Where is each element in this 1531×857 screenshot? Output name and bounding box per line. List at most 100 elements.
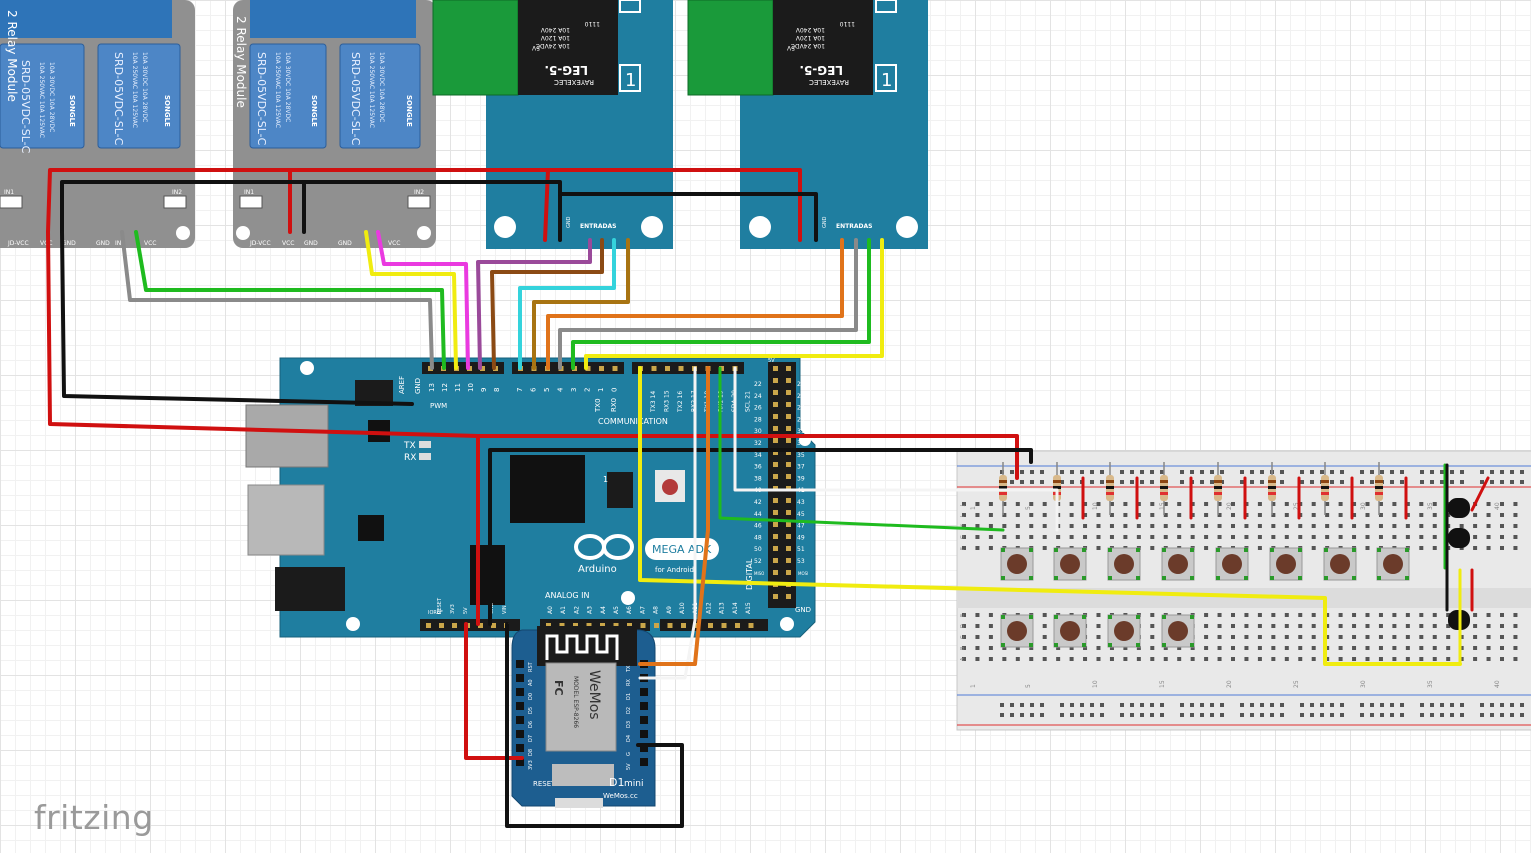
tactile-button[interactable] bbox=[1053, 614, 1087, 648]
rail-hole bbox=[1280, 470, 1284, 474]
relay-module-left[interactable]: SRD-05VDC-SL-C 10A 250VAC 10A 125VAC 10A… bbox=[0, 0, 195, 248]
rail-hole bbox=[1030, 713, 1034, 717]
pin-gnd: GND bbox=[62, 240, 76, 247]
wire-white-breadboard[interactable] bbox=[733, 366, 1059, 532]
wire-magenta-relay-in[interactable] bbox=[376, 230, 470, 370]
relay-label: SRD-05VDC-SL-C bbox=[255, 52, 268, 146]
breadboard-hole bbox=[1513, 624, 1518, 628]
breadboard-row-letter: G bbox=[960, 535, 966, 539]
tactile-button[interactable] bbox=[1161, 614, 1195, 648]
ssr-model: LEG-5. bbox=[799, 63, 843, 77]
wire-red-vcc-left[interactable] bbox=[46, 168, 802, 242]
wire-black-wemos-loop[interactable] bbox=[505, 622, 684, 828]
header-pin bbox=[786, 558, 791, 563]
ssr-label-entradas: ENTRADAS bbox=[580, 223, 616, 230]
rail-hole bbox=[1520, 703, 1524, 707]
wire-black-gnd-relays[interactable] bbox=[60, 180, 562, 242]
wemos-brand: WeMos bbox=[586, 670, 602, 720]
wire-cyan-ssr1[interactable] bbox=[518, 238, 616, 370]
breadboard-hole bbox=[1136, 524, 1141, 528]
breadboard-hole bbox=[1231, 513, 1235, 517]
tactile-button[interactable] bbox=[1215, 547, 1249, 581]
wire-red-3v3[interactable] bbox=[464, 622, 524, 760]
tactile-button[interactable] bbox=[1000, 547, 1034, 581]
tactile-button[interactable] bbox=[1053, 547, 1087, 581]
wire-gray-relay-in[interactable] bbox=[120, 230, 434, 370]
wire-black-gnd-arduino[interactable] bbox=[60, 230, 414, 406]
ssr-spec: 10A 240V bbox=[540, 26, 570, 33]
ssr-spec: 5V bbox=[786, 44, 795, 51]
tactile-button[interactable] bbox=[1269, 547, 1303, 581]
wire-brown2-ssr1[interactable] bbox=[532, 238, 630, 370]
breadboard-hole bbox=[1177, 513, 1182, 517]
pwm-pin-label: 6 bbox=[530, 387, 538, 392]
rail-hole bbox=[1370, 713, 1374, 717]
header-pin bbox=[773, 426, 778, 431]
rail-hole bbox=[1250, 480, 1254, 484]
wemos-d1-mini[interactable]: FC MODEL ESP-8266 WeMos RESET D1 mini We… bbox=[511, 626, 656, 808]
ssr-model: LEG-5. bbox=[544, 63, 588, 77]
label-5v: 5V bbox=[768, 358, 775, 364]
analog-pin-label: A14 bbox=[732, 602, 739, 614]
relay-module-middle[interactable]: SRD-05VDC-SL-C 10A 250VAC 10A 125VAC 10A… bbox=[233, 0, 436, 248]
resistor bbox=[1375, 462, 1383, 515]
rail-hole bbox=[1460, 470, 1464, 474]
push-buttons[interactable] bbox=[1000, 547, 1410, 648]
ssr-label-gnd: GND bbox=[822, 216, 828, 228]
header-pin-number: 38 bbox=[754, 475, 762, 482]
breadboard-hole bbox=[1231, 613, 1235, 617]
wire-brown-ssr1[interactable] bbox=[490, 238, 604, 370]
wire-purple-ssr1[interactable] bbox=[476, 238, 592, 370]
ssr-module-2[interactable]: RAYEXELEC LEG-5. 10A 240V 10A 120V 10A 2… bbox=[687, 0, 928, 249]
wire-yellow-ssr2[interactable] bbox=[584, 238, 884, 370]
wire-orange-wemos[interactable] bbox=[638, 366, 710, 666]
wire-black-gnd-ssr2[interactable] bbox=[558, 192, 818, 242]
breadboard-hole bbox=[962, 624, 966, 628]
wire-orange-ssr2[interactable] bbox=[546, 238, 844, 370]
rail-hole bbox=[1500, 713, 1504, 717]
rail-hole bbox=[1040, 470, 1044, 474]
tactile-button[interactable] bbox=[1376, 547, 1410, 581]
header-pin bbox=[600, 623, 605, 628]
wire-green-breadboard[interactable] bbox=[718, 366, 1005, 532]
breadboard-hole bbox=[1419, 502, 1424, 506]
wire-gray-ssr2[interactable] bbox=[558, 238, 858, 370]
breadboard-hole bbox=[1257, 613, 1262, 617]
rail-hole bbox=[1280, 713, 1284, 717]
breadboard-hole bbox=[1002, 502, 1007, 506]
wemos-d1: D1 bbox=[609, 776, 624, 789]
tactile-button[interactable] bbox=[1161, 547, 1195, 581]
wemos-left-pin-label: RST bbox=[528, 661, 534, 672]
ssr-module-1[interactable]: RAYEXELEC LEG-5. 10A 240V 10A 120V 10A 2… bbox=[432, 0, 673, 249]
label-pwm: PWM bbox=[430, 402, 447, 410]
wire-green-relay-in[interactable] bbox=[134, 230, 446, 370]
rail-hole bbox=[1020, 703, 1024, 707]
breadboard-hole bbox=[1163, 535, 1168, 539]
tactile-button[interactable] bbox=[1323, 547, 1357, 581]
tactile-button[interactable] bbox=[1107, 547, 1141, 581]
breadboard-hole bbox=[1204, 502, 1209, 506]
label-in2: IN2 bbox=[172, 189, 182, 196]
wire-green-ssr2[interactable] bbox=[571, 238, 871, 370]
header-pin bbox=[612, 366, 618, 371]
breadboard-hole bbox=[1150, 502, 1155, 506]
wire-white-1[interactable] bbox=[638, 366, 697, 680]
wire-red-transistor[interactable] bbox=[1470, 476, 1490, 512]
header-analog-high bbox=[660, 619, 768, 631]
ssr-spec: 10A 240V bbox=[795, 26, 825, 33]
breadboard-hole bbox=[1405, 502, 1410, 506]
wire-yellow-relay-in[interactable] bbox=[364, 230, 458, 370]
wire-yellow-button-bus[interactable] bbox=[638, 366, 1462, 666]
breadboard-hole bbox=[1513, 524, 1518, 528]
arduino-mega-board[interactable]: AREF GND PWM TX0 RX0 COMMUNICATION TX RX… bbox=[245, 357, 816, 638]
tactile-button[interactable] bbox=[1107, 614, 1141, 648]
wire-black-gnd-board[interactable] bbox=[488, 448, 1033, 626]
breadboard-hole bbox=[1365, 635, 1370, 639]
rail-hole bbox=[1390, 713, 1394, 717]
label-aref: AREF bbox=[398, 376, 406, 394]
rail-hole bbox=[1000, 713, 1004, 717]
digital-pin-label: 8 bbox=[493, 388, 501, 392]
tactile-button[interactable] bbox=[1000, 614, 1034, 648]
breadboard-hole bbox=[1311, 502, 1316, 506]
rail-hole bbox=[1370, 480, 1374, 484]
